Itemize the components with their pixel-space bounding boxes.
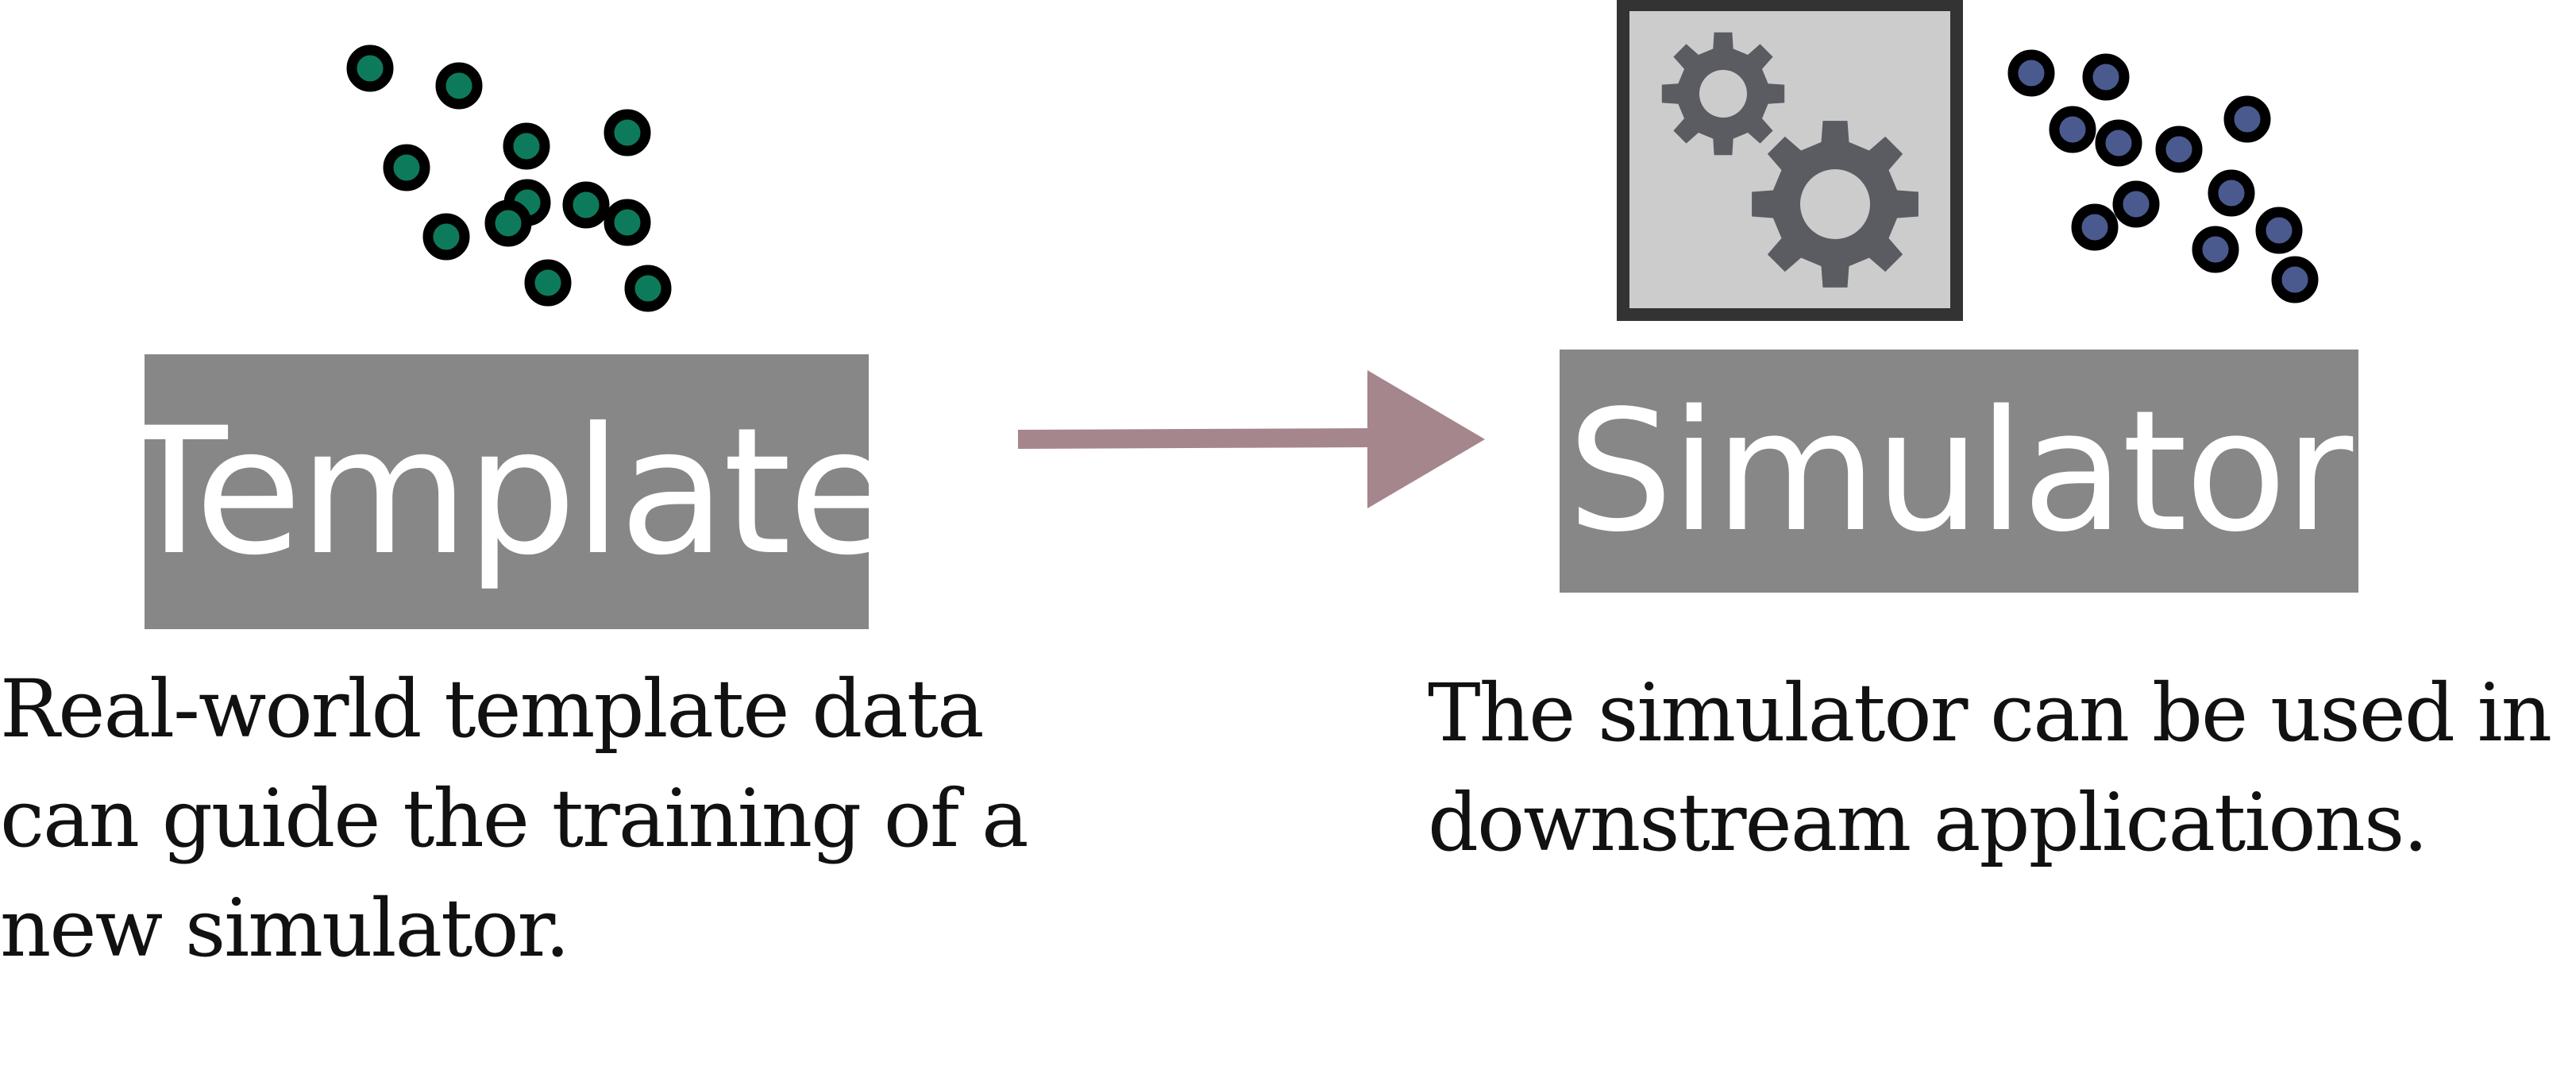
template-data-point bbox=[503, 122, 550, 170]
template-data-point bbox=[524, 259, 572, 307]
simulator-data-point bbox=[2208, 169, 2255, 217]
template-data-point bbox=[422, 213, 470, 261]
template-label: Template bbox=[121, 390, 896, 593]
small-gear-icon bbox=[1661, 32, 1785, 156]
template-data-point bbox=[383, 144, 430, 191]
template-box: Template bbox=[121, 354, 896, 629]
simulator-caption-line: The simulator can be used in bbox=[1428, 667, 2552, 759]
template-caption-line: Real-world template data bbox=[0, 663, 985, 755]
simulator-data-point bbox=[2271, 256, 2319, 303]
template-data-point bbox=[604, 199, 651, 246]
simulator-data-point bbox=[2255, 207, 2303, 254]
large-gear-hole bbox=[1800, 169, 1870, 239]
arrow-shaft bbox=[1017, 428, 1375, 449]
template-data-point bbox=[604, 109, 651, 156]
simulator-data-point bbox=[2095, 119, 2142, 167]
template-data-point bbox=[624, 265, 672, 312]
template-caption-line: can guide the training of a bbox=[0, 772, 1029, 865]
process-arrow bbox=[1017, 370, 1485, 508]
simulator-data-point bbox=[2082, 53, 2130, 101]
template-caption-line: new simulator. bbox=[0, 882, 570, 975]
template-data-point bbox=[346, 44, 394, 92]
template-data-points bbox=[346, 44, 672, 312]
small-gear-hole bbox=[1699, 70, 1747, 118]
simulator-caption: The simulator can be used in downstream … bbox=[1428, 659, 2552, 878]
large-gear-icon bbox=[1752, 121, 1919, 288]
simulator-data-point bbox=[2007, 49, 2055, 97]
template-caption: Real-world template data can guide the t… bbox=[0, 655, 1029, 983]
simulator-data-point bbox=[2071, 203, 2119, 251]
simulator-label: Simulator bbox=[1567, 373, 2353, 569]
template-data-point bbox=[435, 62, 483, 110]
gears-icon bbox=[1617, 0, 1963, 321]
simulator-data-point bbox=[2155, 126, 2203, 173]
arrow-head bbox=[1367, 370, 1485, 508]
simulator-data-point bbox=[2223, 95, 2271, 143]
simulator-data-points bbox=[2007, 49, 2319, 303]
simulator-caption-line: downstream applications. bbox=[1428, 776, 2428, 869]
simulator-box: Simulator bbox=[1560, 350, 2358, 593]
simulator-data-point bbox=[2049, 106, 2096, 153]
simulator-data-point bbox=[2192, 226, 2239, 273]
template-data-point bbox=[484, 199, 532, 247]
simulator-data-point bbox=[2112, 180, 2160, 228]
template-data-point bbox=[562, 181, 610, 229]
